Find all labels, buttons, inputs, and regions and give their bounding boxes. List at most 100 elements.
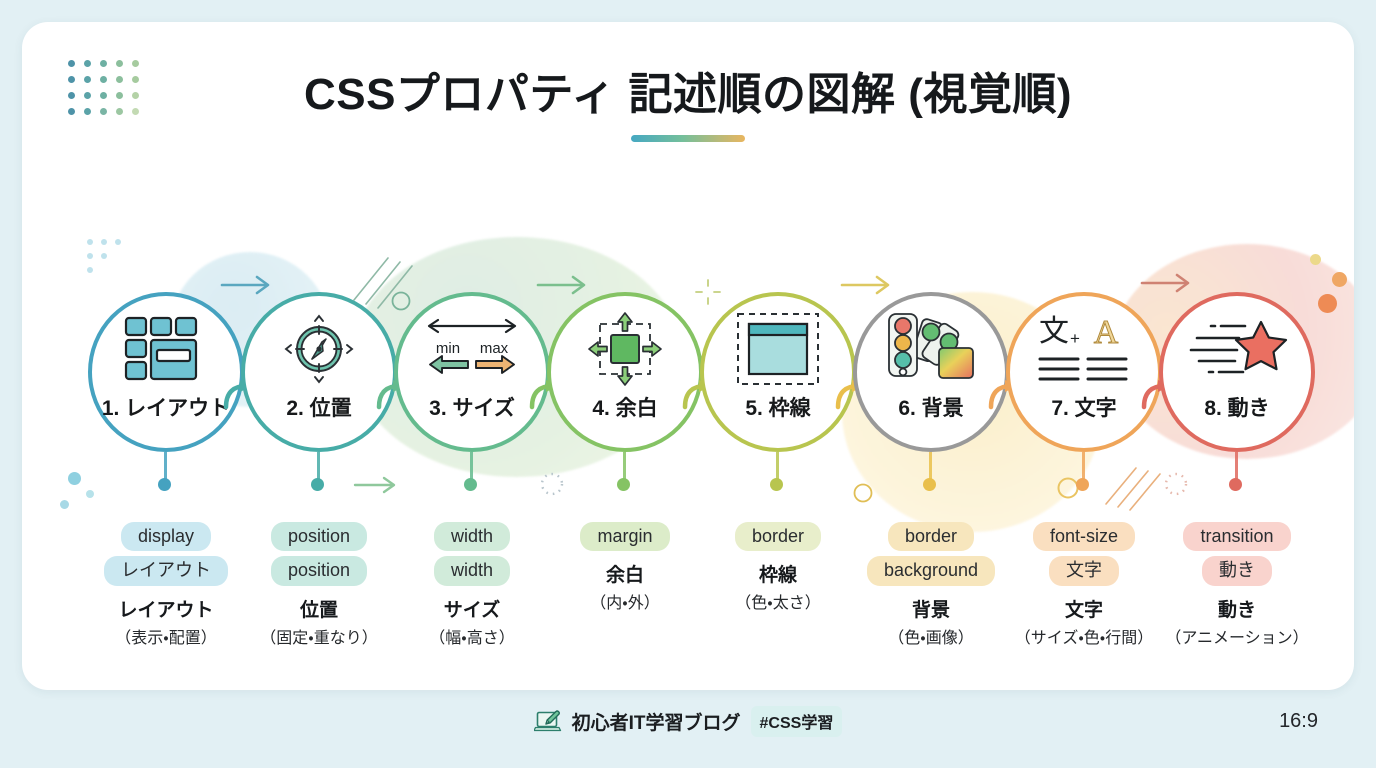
decor-circle-outline-yellow xyxy=(853,483,873,503)
slide-card: 1. レイアウト 2. 位置 min max xyxy=(22,22,1354,690)
flow-step-stem-dot xyxy=(464,478,477,491)
flow-step-label-main: 枠線 xyxy=(758,565,797,587)
svg-text:+: + xyxy=(1070,329,1080,348)
compass-icon xyxy=(241,312,397,386)
flow-step-stem xyxy=(317,452,320,482)
flow-diagram: 1. レイアウト 2. 位置 min max xyxy=(22,292,1354,491)
property-pill: font-size xyxy=(1032,522,1136,552)
footer-brand-group: 初心者IT学習ブログ #CSS学習 xyxy=(0,706,1376,737)
footer-brand-label: 初心者IT学習ブログ xyxy=(571,713,741,734)
flow-step-8[interactable]: 8. 動き xyxy=(1159,292,1315,491)
property-pill: width xyxy=(433,522,511,552)
flow-step-4[interactable]: 4. 余白 xyxy=(547,292,703,491)
aspect-ratio-label: 16:9 xyxy=(1279,710,1318,732)
decor-dot-grid-small xyxy=(87,239,121,273)
flow-step-label-main: サイズ xyxy=(443,599,501,621)
flow-step-ring xyxy=(1006,292,1162,452)
flow-step-title: 3. サイズ xyxy=(429,397,515,420)
decor-dashed-ring-right xyxy=(1164,472,1188,496)
flow-step-label-sub: （幅・高さ） xyxy=(429,629,515,647)
property-pill: レイアウト xyxy=(104,556,228,586)
flow-step-stem-dot xyxy=(1076,478,1089,491)
margin-expand-icon xyxy=(547,312,703,386)
property-pill: 文字 xyxy=(1049,556,1119,586)
flow-step-stem xyxy=(1235,452,1238,482)
flow-step-label-main: 文字 xyxy=(1064,599,1103,621)
flow-step-stem xyxy=(776,452,779,482)
flow-step-ring xyxy=(394,292,550,452)
flow-step-label-sub: （サイズ・色・行間） xyxy=(1014,629,1154,647)
property-pill: border xyxy=(734,522,822,552)
flow-step-stem-dot xyxy=(158,478,171,491)
min-max-arrows-icon: min max xyxy=(394,312,550,386)
decor-dot-left-a xyxy=(68,472,81,485)
footer-hashtag-badge: #CSS学習 xyxy=(750,706,843,737)
flow-step-title: 6. 背景 xyxy=(898,397,964,420)
flow-step-stem xyxy=(1082,452,1085,482)
flow-step-stem xyxy=(929,452,932,482)
flow-step-title: 7. 文字 xyxy=(1051,397,1117,420)
flow-step-title: 2. 位置 xyxy=(286,397,352,420)
flow-step-label-sub: （固定・重なり） xyxy=(260,629,378,647)
flow-step-label-sub: （表示・配置） xyxy=(115,629,217,647)
property-pill: background xyxy=(866,556,996,586)
flow-step-5[interactable]: 5. 枠線 xyxy=(700,292,856,491)
flow-step-2[interactable]: 2. 位置 xyxy=(241,292,397,491)
page-title: CSSプロパティ 記述順の図解 (視覚順) xyxy=(303,70,1073,119)
typography-icon: 文 + A xyxy=(1006,312,1162,386)
flow-step-6[interactable]: 6. 背景 xyxy=(853,292,1009,491)
flow-step-title: 8. 動き xyxy=(1204,397,1270,420)
decor-dot-left-b xyxy=(86,490,94,498)
property-pill: position xyxy=(270,556,368,586)
flow-step-label-sub: （色・画像） xyxy=(888,629,974,647)
footer: 初心者IT学習ブログ #CSS学習 16:9 xyxy=(0,706,1376,746)
svg-text:文: 文 xyxy=(1039,314,1069,349)
dot-grid-icon xyxy=(68,60,148,124)
flow-step-stem xyxy=(623,452,626,482)
flow-step-stem-dot xyxy=(1229,478,1242,491)
svg-text:max: max xyxy=(480,340,509,357)
flow-step-1[interactable]: 1. レイアウト xyxy=(88,292,244,491)
property-pill: margin xyxy=(580,522,670,552)
property-pill: display xyxy=(120,522,212,552)
decor-dot-a xyxy=(1310,254,1321,265)
flow-step-title: 4. 余白 xyxy=(592,397,658,420)
border-box-icon xyxy=(700,312,856,386)
svg-text:min: min xyxy=(436,340,460,357)
flow-step-stem xyxy=(164,452,167,482)
decor-dot-left-c xyxy=(60,500,69,509)
flow-step-ring xyxy=(853,292,1009,452)
flow-step-label-sub: （内・外） xyxy=(590,595,660,613)
flow-step-stem-dot xyxy=(923,478,936,491)
laptop-pencil-icon xyxy=(533,709,561,731)
flow-step-ring xyxy=(241,292,397,452)
flow-step-3[interactable]: min max 3. サイズ xyxy=(394,292,550,491)
flow-step-7[interactable]: 文 + A 7. 文字 xyxy=(1006,292,1162,491)
property-pill: transition xyxy=(1183,522,1291,552)
flow-step-label-sub: （色・太さ） xyxy=(735,595,821,613)
color-palette-icon xyxy=(853,312,1009,386)
title-underline xyxy=(631,134,745,142)
flow-step-stem-dot xyxy=(770,478,783,491)
flow-step-title: 1. レイアウト xyxy=(101,397,231,420)
flow-step-stem-dot xyxy=(311,478,324,491)
decor-arrow-5 xyxy=(353,476,396,494)
layout-grid-icon xyxy=(88,312,244,386)
property-pill: position xyxy=(270,522,368,552)
flow-step-labels-5: border 枠線 （色・太さ） xyxy=(683,522,873,613)
decor-dot-b xyxy=(1332,272,1347,287)
motion-star-icon xyxy=(1159,312,1315,386)
title-block: CSSプロパティ 記述順の図解 (視覚順) xyxy=(22,70,1354,142)
flow-step-label-main: レイアウト xyxy=(118,599,214,621)
flow-step-label-sub: （アニメーション） xyxy=(1165,629,1309,647)
flow-step-label-main: 背景 xyxy=(911,599,950,621)
flow-step-stem xyxy=(470,452,473,482)
decor-dashed-ring-left xyxy=(540,472,564,496)
svg-text:A: A xyxy=(1094,314,1119,351)
flow-step-title: 5. 枠線 xyxy=(745,397,811,420)
